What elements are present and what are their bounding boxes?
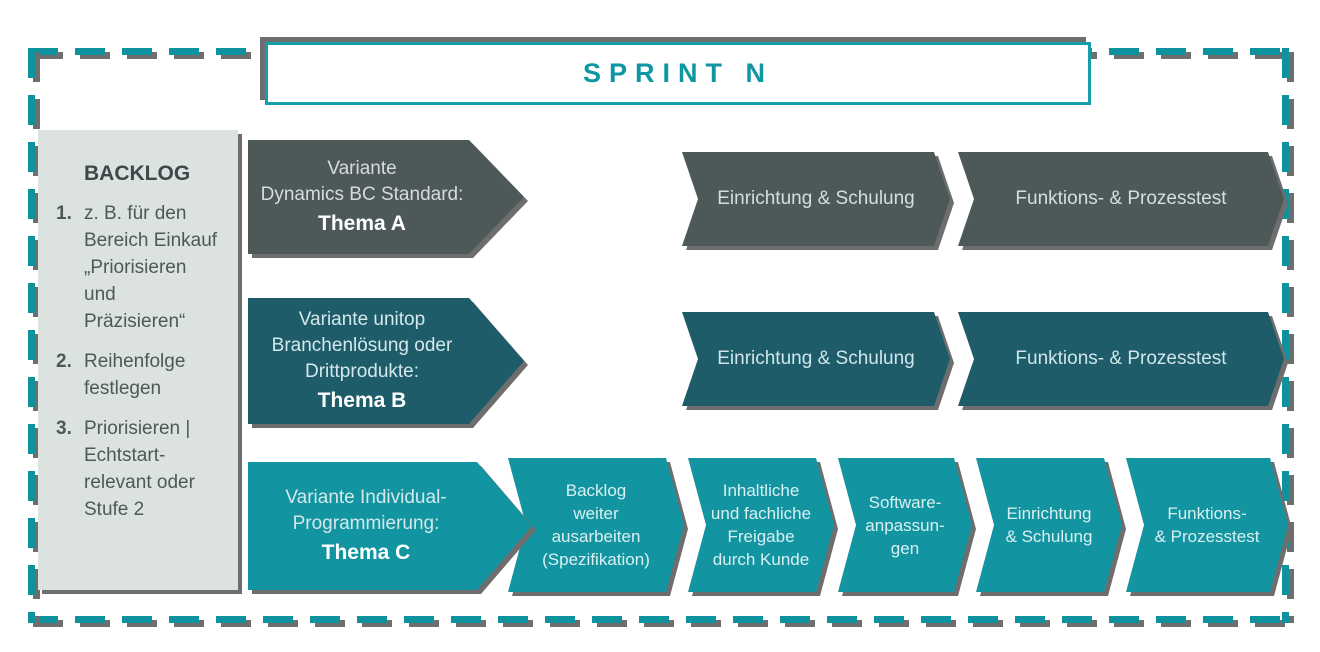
frame-border-right-shadow [1287,52,1294,623]
step-label: Einrichtung & Schulung [717,188,915,209]
variant-arrow-thema-a: Variante Dynamics BC Standard: Thema A [248,140,524,254]
step-label: Software- anpassun- gen [865,492,945,558]
step-chevron-b1: Einrichtung & Schulung [682,312,950,406]
step-chevron-c2: Inhaltliche und fachliche Freigabe durch… [688,458,834,592]
variant-arrow-thema-b: Variante unitop Branchenlösung oder Drit… [248,298,524,424]
variant-arrow-thema-c: Variante Individual- Programmierung: The… [248,462,532,590]
step-label: Funktions- & Prozesstest [1154,504,1260,546]
backlog-panel: BACKLOG 1. z. B. für den Bereich Einkauf… [38,130,238,590]
step-chevron-a2: Funktions- & Prozesstest [958,152,1284,246]
step-chevron-c1: Backlog weiter ausarbeiten (Spezifikatio… [508,458,684,592]
sprint-title-box: SPRINT N [265,42,1091,105]
step-chevron-a1: Einrichtung & Schulung [682,152,950,246]
frame-border-bottom-shadow [33,620,1289,627]
step-label: Inhaltliche und fachliche Freigabe durch… [710,481,812,569]
backlog-item-text: Reihenfolge festlegen [84,351,186,399]
variant-label: Variante Dynamics BC Standard: [260,158,464,205]
frame-border-bottom [28,616,1284,623]
step-chevron-c5: Funktions- & Prozesstest [1126,458,1288,592]
backlog-item-3: 3. Priorisieren | Echtstart- relevant od… [56,415,230,523]
backlog-item-text: z. B. für den Bereich Einkauf „Priorisie… [84,203,218,332]
backlog-item-number: 1. [56,203,72,224]
thema-label: Thema A [318,212,406,235]
step-label: Einrichtung & Schulung [1005,504,1093,546]
step-chevron-c4: Einrichtung & Schulung [976,458,1122,592]
frame-border-left-shadow [33,52,40,623]
backlog-title: BACKLOG [84,162,191,185]
step-label: Funktions- & Prozesstest [1015,348,1227,369]
step-label: Backlog weiter ausarbeiten (Spezifikatio… [542,481,650,569]
step-label: Funktions- & Prozesstest [1015,188,1227,209]
sprint-title: SPRINT N [582,58,773,88]
step-chevron-c3: Software- anpassun- gen [838,458,972,592]
backlog-item-text: Priorisieren | Echtstart- relevant oder … [84,418,195,520]
backlog-item-number: 2. [56,351,72,372]
step-label: Einrichtung & Schulung [717,348,915,369]
backlog-item-2: 2. Reihenfolge festlegen [56,348,230,402]
backlog-item-1: 1. z. B. für den Bereich Einkauf „Priori… [56,200,230,335]
thema-label: Thema B [317,389,407,412]
frame-border-right [1282,48,1289,623]
step-chevron-b2: Funktions- & Prozesstest [958,312,1284,406]
thema-label: Thema C [321,541,411,564]
variant-label: Variante unitop Branchenlösung oder Drit… [271,309,453,382]
variant-label: Variante Individual- Programmierung: [285,487,447,534]
backlog-item-number: 3. [56,418,72,439]
frame-border-left [28,48,35,623]
